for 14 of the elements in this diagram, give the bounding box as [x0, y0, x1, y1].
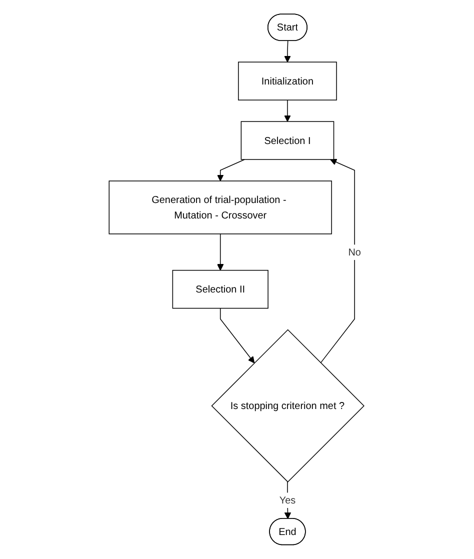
node-box: Initialization — [238, 62, 338, 100]
arrow — [284, 40, 292, 62]
arrow — [217, 234, 224, 271]
arrow — [284, 482, 292, 520]
arrow — [217, 159, 246, 182]
node-box: Generation of trial-population - Mutation - Crossover — [109, 180, 332, 234]
edge-label: Yes — [280, 494, 296, 506]
node-box: Selection I — [241, 121, 335, 160]
arrow — [320, 158, 356, 364]
node-diamond: Is stopping criterion met ? — [212, 329, 365, 482]
node-box: Selection II — [172, 270, 269, 309]
edge-label: No — [348, 246, 362, 258]
arrow — [220, 308, 256, 364]
arrow — [284, 100, 292, 122]
